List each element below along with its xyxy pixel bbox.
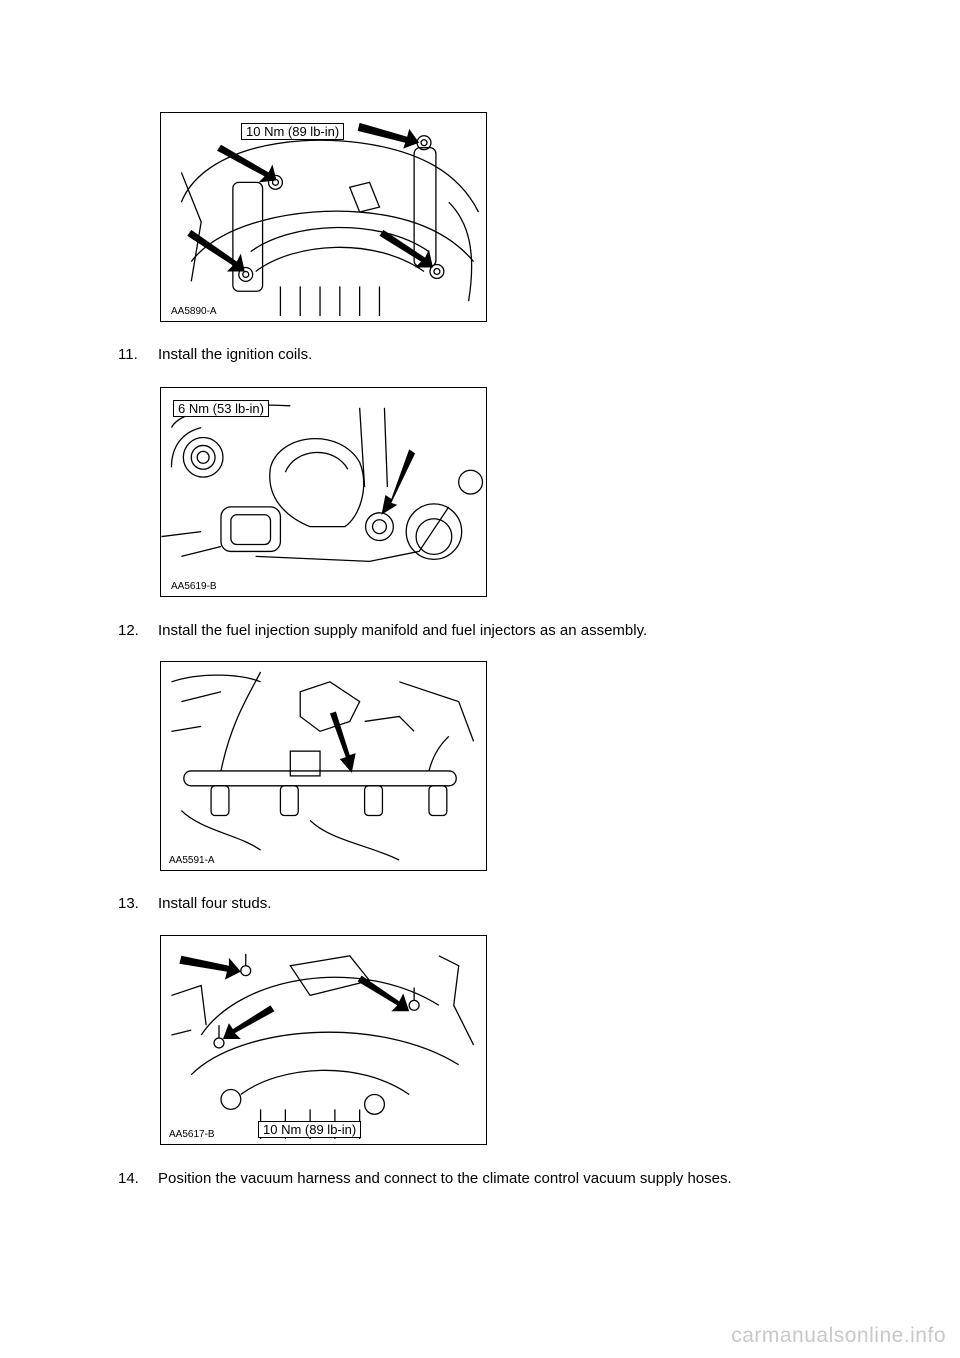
step-text: Install the ignition coils. xyxy=(158,346,313,363)
fuel-rail-illustration xyxy=(171,671,475,861)
step-13: 13. Install four studs. xyxy=(118,895,271,913)
alternator-illustration xyxy=(180,122,480,317)
figure-code: AA5619-B xyxy=(171,581,217,592)
step-number: 11. xyxy=(118,346,138,363)
step-text: Install four studs. xyxy=(158,895,272,912)
ignition-coil-illustration xyxy=(161,404,484,562)
figure-code: AA5591-A xyxy=(169,855,215,866)
step-text: Install the fuel injection supply manifo… xyxy=(158,622,648,639)
figure-alternator-bolts: 10 Nm (89 lb-in) AA5890-A xyxy=(160,112,487,322)
step-number: 14. xyxy=(118,1170,139,1187)
step-11: 11. Install the ignition coils. xyxy=(118,346,312,364)
step-text: Position the vacuum harness and connect … xyxy=(158,1170,732,1187)
step-12: 12. Install the fuel injection supply man… xyxy=(118,622,647,640)
figure-ignition-coil: 6 Nm (53 lb-in) AA5619-B xyxy=(160,387,487,597)
torque-label: 10 Nm (89 lb-in) xyxy=(258,1121,362,1138)
torque-label: 10 Nm (89 lb-in) xyxy=(241,123,345,140)
figure-studs: 10 Nm (89 lb-in) AA5617-B xyxy=(160,935,487,1145)
step-number: 12. xyxy=(118,622,139,639)
figure-code: AA5890-A xyxy=(171,306,217,317)
studs-illustration xyxy=(171,953,475,1140)
figure-fuel-rail: AA5591-A xyxy=(160,661,487,871)
step-number: 13. xyxy=(118,895,139,912)
step-14: 14. Position the vacuum harness and conne… xyxy=(118,1170,732,1188)
watermark: carmanualsonline.info xyxy=(731,1324,946,1347)
figure-code: AA5617-B xyxy=(169,1129,215,1140)
torque-label: 6 Nm (53 lb-in) xyxy=(173,400,269,417)
